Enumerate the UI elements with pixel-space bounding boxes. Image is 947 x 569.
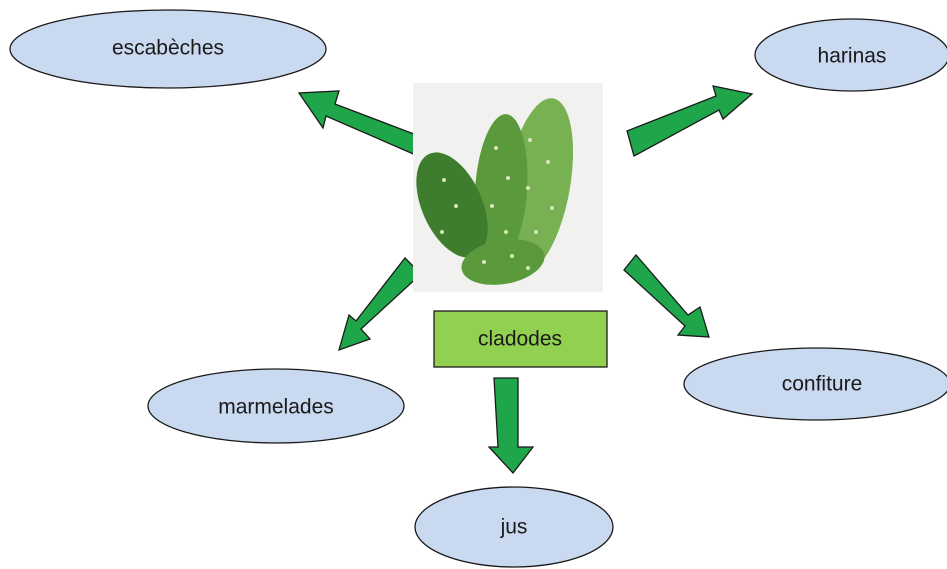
product-label: escabèches <box>112 37 224 60</box>
product-node-confiture: confiture <box>684 348 947 420</box>
product-node-harinas: harinas <box>755 19 947 91</box>
arrow-to-marmelades <box>339 258 421 350</box>
arrow-to-escabeches <box>299 91 427 156</box>
product-label: marmelades <box>218 396 334 419</box>
arrow-to-jus <box>489 378 533 473</box>
product-label: confiture <box>782 373 863 396</box>
product-node-jus: jus <box>415 487 613 567</box>
center-label: cladodes <box>478 328 562 351</box>
product-label: harinas <box>818 45 887 68</box>
product-node-escabeches: escabèches <box>10 10 326 88</box>
product-label: jus <box>500 516 528 539</box>
product-node-marmelades: marmelades <box>148 369 404 443</box>
center-node: cladodes <box>434 311 607 367</box>
cactus-image <box>402 83 603 292</box>
arrow-to-harinas <box>627 86 752 156</box>
arrow-to-confiture <box>624 255 709 337</box>
